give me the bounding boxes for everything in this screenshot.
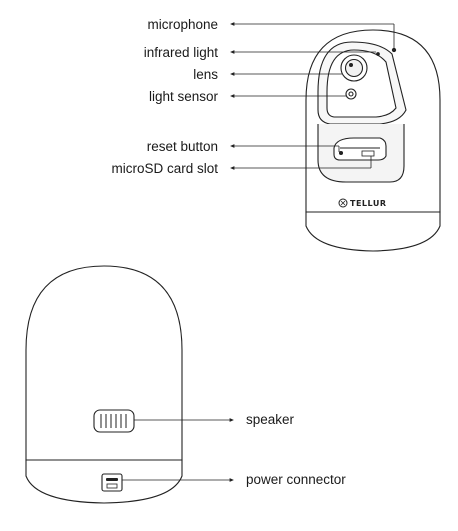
front-labels: microphone infrared light lens light sen… bbox=[111, 17, 218, 176]
label-microphone: microphone bbox=[147, 17, 218, 32]
front-camera bbox=[305, 29, 441, 252]
microphone-icon bbox=[391, 47, 397, 53]
back-leader-lines bbox=[122, 418, 234, 482]
label-lens: lens bbox=[193, 67, 218, 82]
label-light-sensor: light sensor bbox=[149, 89, 219, 104]
infrared-light-icon bbox=[376, 52, 380, 56]
label-speaker: speaker bbox=[246, 412, 295, 427]
front-camera-base bbox=[305, 211, 441, 252]
front-leader-lines bbox=[230, 22, 395, 170]
label-microsd-card-slot: microSD card slot bbox=[111, 161, 218, 176]
label-infrared-light: infrared light bbox=[144, 45, 219, 60]
label-power-connector: power connector bbox=[246, 472, 346, 487]
speaker-icon bbox=[93, 409, 135, 433]
brand-logo-text: TELLUR bbox=[350, 199, 387, 208]
back-camera bbox=[25, 265, 183, 504]
microsd-slot-icon bbox=[333, 137, 387, 161]
back-camera-body bbox=[25, 265, 183, 461]
label-reset-button: reset button bbox=[147, 139, 218, 154]
power-connector-icon bbox=[101, 473, 123, 492]
back-labels: speaker power connector bbox=[246, 412, 346, 487]
reset-button-icon bbox=[338, 150, 344, 156]
